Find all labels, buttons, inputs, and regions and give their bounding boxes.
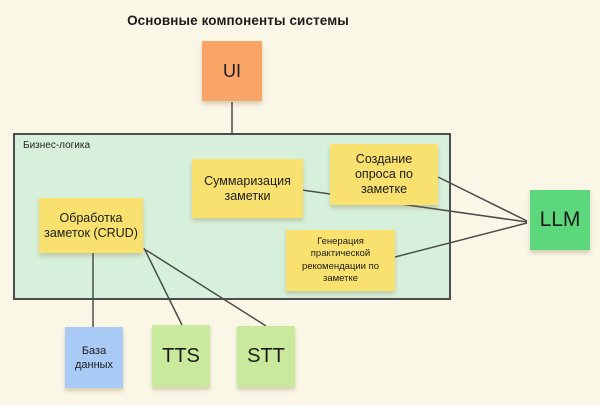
- node-generate-recommendation-label: Генерация практической рекомендации по з…: [301, 235, 380, 285]
- node-generate-recommendation[interactable]: Генерация практической рекомендации по з…: [286, 230, 395, 291]
- node-ui[interactable]: UI: [202, 41, 262, 101]
- business-logic-label: Бизнес-логика: [23, 140, 91, 151]
- node-stt-label: STT: [247, 345, 285, 367]
- node-ui-label: UI: [223, 60, 241, 81]
- node-notes-crud-label: Обработка заметок (CRUD): [44, 210, 138, 240]
- node-tts[interactable]: TTS: [152, 325, 210, 387]
- node-llm[interactable]: LLM: [530, 190, 590, 250]
- node-create-survey-label: Создание опроса по заметке: [354, 152, 414, 196]
- node-summarize-note[interactable]: Суммаризация заметки: [192, 159, 303, 218]
- node-llm-label: LLM: [539, 208, 581, 231]
- node-create-survey[interactable]: Создание опроса по заметке: [330, 144, 438, 205]
- node-tts-label: TTS: [162, 344, 200, 367]
- edge-survey-to-llm: [437, 176, 528, 222]
- diagram-title: Основные компоненты системы: [127, 13, 349, 28]
- node-summarize-label: Суммаризация заметки: [204, 173, 291, 203]
- node-database-label: База данных: [74, 344, 114, 371]
- node-database[interactable]: База данных: [65, 327, 123, 388]
- node-notes-crud[interactable]: Обработка заметок (CRUD): [39, 198, 143, 253]
- node-stt[interactable]: STT: [237, 326, 295, 387]
